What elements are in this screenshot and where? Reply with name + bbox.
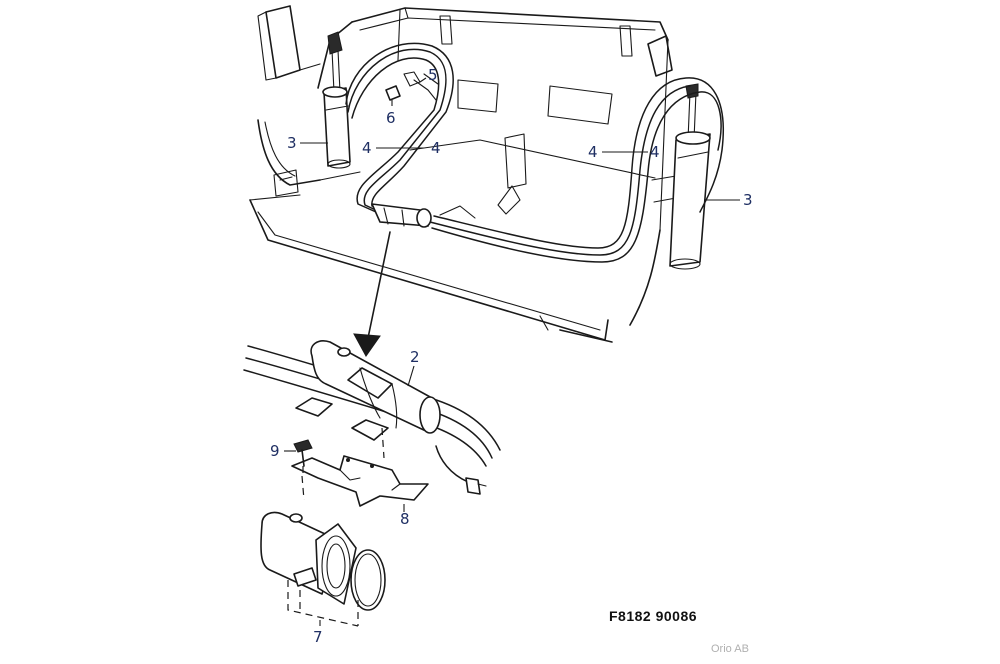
callout-8: 8 xyxy=(400,510,410,528)
screw xyxy=(293,439,313,476)
callout-4-c: 4 xyxy=(588,143,598,161)
callout-3-right: 3 xyxy=(743,191,753,209)
callout-9: 9 xyxy=(270,442,280,460)
callout-5: 5 xyxy=(428,66,438,84)
valve-fittings xyxy=(385,71,439,101)
gas-strut-right xyxy=(669,83,711,270)
hydraulic-hoses xyxy=(345,42,724,263)
detail-arrow xyxy=(353,231,391,357)
callout-4-b: 4 xyxy=(431,139,441,157)
callout-3-left: 3 xyxy=(287,134,297,152)
callout-leaders xyxy=(284,77,740,512)
callout-2: 2 xyxy=(410,348,420,366)
reservoir-assembly xyxy=(260,511,386,627)
callout-labels: 3 4 4 4 4 3 5 6 2 9 8 7 xyxy=(270,66,753,646)
figure-reference-code: F8182 90086 xyxy=(609,608,698,624)
callout-6: 6 xyxy=(386,109,396,127)
callout-7: 7 xyxy=(313,628,323,646)
pump-in-trunk xyxy=(371,203,432,228)
gas-strut-left xyxy=(322,31,351,169)
mounting-bracket xyxy=(291,427,429,507)
callout-4-a: 4 xyxy=(362,139,372,157)
pump-detail xyxy=(243,340,501,495)
watermark: Orio AB xyxy=(711,643,749,655)
trunk-compartment xyxy=(249,5,677,343)
callout-4-d: 4 xyxy=(650,143,660,161)
